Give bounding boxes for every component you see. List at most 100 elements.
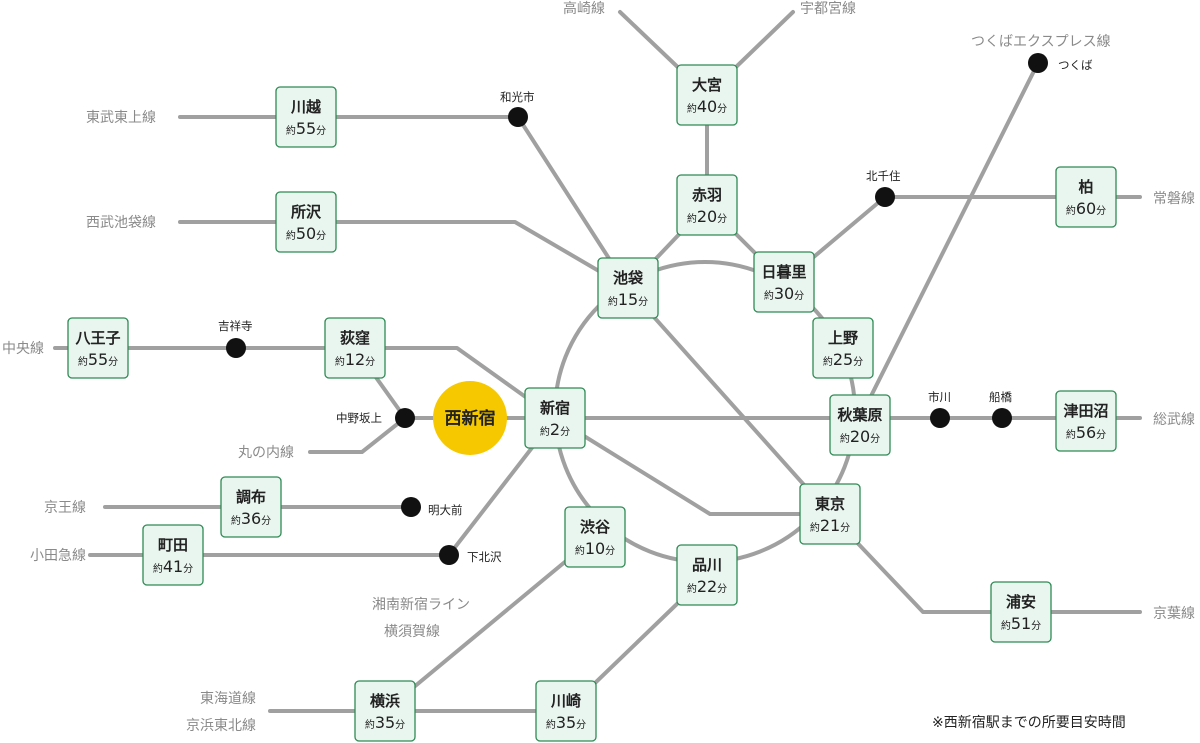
station-box [354,680,416,742]
shimokitazawa-dot [439,545,459,565]
nakanosakaue-label: 中野坂上 [336,411,382,425]
station-box [990,581,1052,643]
station-box [67,317,129,379]
station-name: 所沢 [291,203,322,221]
station-time: 約60分 [1066,199,1106,218]
station-box [676,64,738,126]
takasaki-label: 高崎線 [563,0,605,17]
station-box [753,251,815,313]
shimokitazawa-label: 下北沢 [467,550,502,564]
station-box [220,476,282,538]
station-box [1055,166,1117,228]
station-boxes: 川越約55分所沢約50分八王子約55分荻窪約12分調布約36分町田約41分新宿約… [67,64,1117,742]
station-time: 約41分 [153,557,193,576]
marunouchi-branch [308,346,407,454]
kichijoji-dot [226,338,246,358]
meidaimae-label: 明大前 [428,503,463,517]
chuo-line-path [53,346,557,420]
station-name: 秋葉原 [837,406,882,424]
yokosuka-label: 横須賀線 [384,624,440,640]
shonan-shinjuku-label: 湘南新宿ライン [372,596,470,613]
origin-label: 西新宿 [445,408,496,429]
keiyo-line-path [828,512,1142,614]
kitasenju-label: 北千住 [866,169,901,183]
seibu-ikebukuro-label: 西武池袋線 [86,215,156,231]
station-name: 八王子 [74,329,120,347]
station-box [676,174,738,236]
station-name: 町田 [158,536,188,554]
station-name: 赤羽 [692,186,722,204]
keio-label: 京王線 [44,500,86,516]
station-box [324,317,386,379]
station-box [676,544,738,606]
meidaimae-dot [401,497,421,517]
station-time: 約12分 [335,350,375,369]
tsukuba-dot [1028,53,1048,73]
station-name: 川崎 [550,692,581,710]
station-box [524,387,586,449]
station-name: 渋谷 [580,518,611,536]
kichijoji-label: 吉祥寺 [218,319,253,333]
station-name: 浦安 [1006,593,1036,611]
station-time: 約20分 [840,427,880,446]
station-time: 約51分 [1001,614,1041,633]
station-name: 荻窪 [340,329,370,347]
keiyo-label: 京葉線 [1153,606,1195,622]
seibu-ikebukuro-line-path [178,220,630,290]
station-time: 約35分 [365,713,405,732]
ikebukuro-tokyo [626,286,832,516]
station-box [1055,390,1117,452]
footnote: ※西新宿駅までの所要目安時間 [932,714,1126,731]
chuo-rapid-to-tokyo [553,416,832,516]
wakoshi-dot [508,107,528,127]
station-time: 約15分 [608,290,648,309]
station-name: 東京 [815,495,845,513]
station-time: 約25分 [823,350,863,369]
minor-stations: 和光市 吉祥寺 中野坂上 明大前 下北沢 北千住 つくば 市川 船橋 [218,53,1093,565]
station-name: 日暮里 [761,263,806,281]
wakoshi-label: 和光市 [500,90,535,104]
station-time: 約50分 [286,224,326,243]
station-box [564,506,626,568]
station-time: 約56分 [1066,423,1106,442]
station-time: 約35分 [546,713,586,732]
ichikawa-label: 市川 [928,390,951,404]
sobu-label: 総武線 [1153,412,1195,428]
marunouchi-label: 丸の内線 [238,445,294,461]
station-name: 津田沼 [1063,402,1108,420]
tobu-tojo-label: 東武東上線 [86,110,156,126]
station-time: 約40分 [687,97,727,116]
station-name: 川越 [290,98,322,116]
shonan-shinjuku-path [383,535,597,713]
joban-label: 常磐線 [1153,191,1195,207]
tsukuba-label: つくば [1058,58,1093,72]
station-box [812,317,874,379]
station-box [275,86,337,148]
funabashi-dot [992,408,1012,428]
station-name: 新宿 [540,399,570,417]
tsukuba-express-label: つくばエクスプレス線 [971,34,1111,50]
funabashi-label: 船橋 [989,390,1012,404]
tsukuba-express-path [858,61,1040,420]
station-box [535,680,597,742]
station-name: 大宮 [692,76,722,94]
station-name: 上野 [828,329,858,347]
station-box [597,257,659,319]
station-time: 約21分 [810,516,850,535]
station-time: 約55分 [78,350,118,369]
nakanosakaue-dot [395,408,415,428]
